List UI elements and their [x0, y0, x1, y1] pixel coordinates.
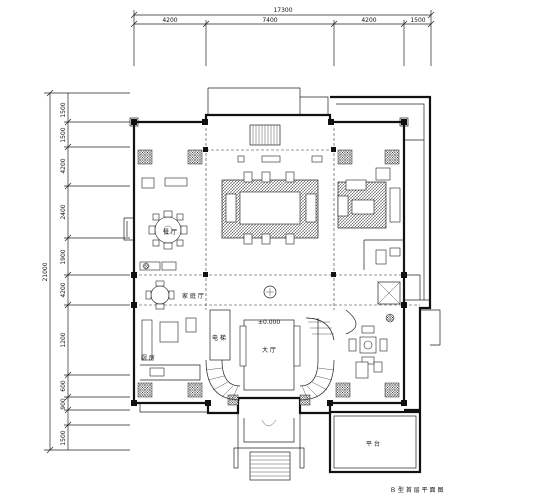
dim-left-seg-8: 600: [60, 380, 67, 392]
dim-top-seg-1: 4200: [162, 17, 177, 24]
left-lower-furniture: [140, 280, 201, 381]
dim-left-seg-2: 1500: [60, 127, 67, 142]
label-terrace: 平 台: [366, 440, 380, 448]
left-dining-room-furniture: [139, 177, 188, 271]
dim-left-seg-5: 1900: [60, 249, 67, 264]
dim-left-overall: 21000: [42, 262, 49, 281]
service-core: [363, 239, 421, 305]
dim-top-overall: 17300: [273, 7, 292, 14]
dim-left-seg-3: 4200: [60, 158, 67, 173]
right-lower-furniture: [345, 309, 395, 379]
planters: [137, 149, 400, 406]
label-lift: 电 梯: [212, 334, 226, 342]
entry-porch: [233, 413, 305, 481]
label-hall: 大 厅: [262, 346, 276, 354]
dim-left-seg-4: 2400: [60, 204, 67, 219]
top-dimension-chain: 17300 4200 7400 4200 1500: [130, 7, 435, 66]
label-family-room: 家 庭 厅: [182, 292, 204, 300]
top-stair: [249, 124, 281, 146]
dim-top-seg-2: 7400: [262, 17, 277, 24]
dim-left-seg-6: 4200: [60, 282, 67, 297]
central-hall: [205, 285, 335, 401]
dim-left-seg-9: 900: [60, 398, 67, 410]
right-living-furniture: [337, 167, 401, 229]
central-dining-furniture: [221, 155, 323, 245]
dim-top-seg-3: 4200: [361, 17, 376, 24]
label-level: ±0.000: [258, 319, 280, 326]
dim-left-seg-7: 1200: [60, 332, 67, 347]
dim-top-seg-4: 1500: [410, 17, 425, 24]
label-kitchen: 厨 房: [141, 354, 155, 362]
structural-columns: [131, 119, 407, 406]
dim-left-seg-10: 1500: [60, 430, 67, 445]
terrace-block: [328, 410, 422, 474]
drawing-title: Ｂ 型 首 层 平 面 图: [390, 486, 443, 494]
axis-dashed-lines: [134, 128, 420, 310]
label-dining-room: 餐 厅: [163, 228, 177, 236]
left-dimension-chain: 21000 1500 1500 4200 2400 1900 4200 1200…: [42, 89, 130, 454]
dim-left-seg-1: 1500: [60, 102, 67, 117]
